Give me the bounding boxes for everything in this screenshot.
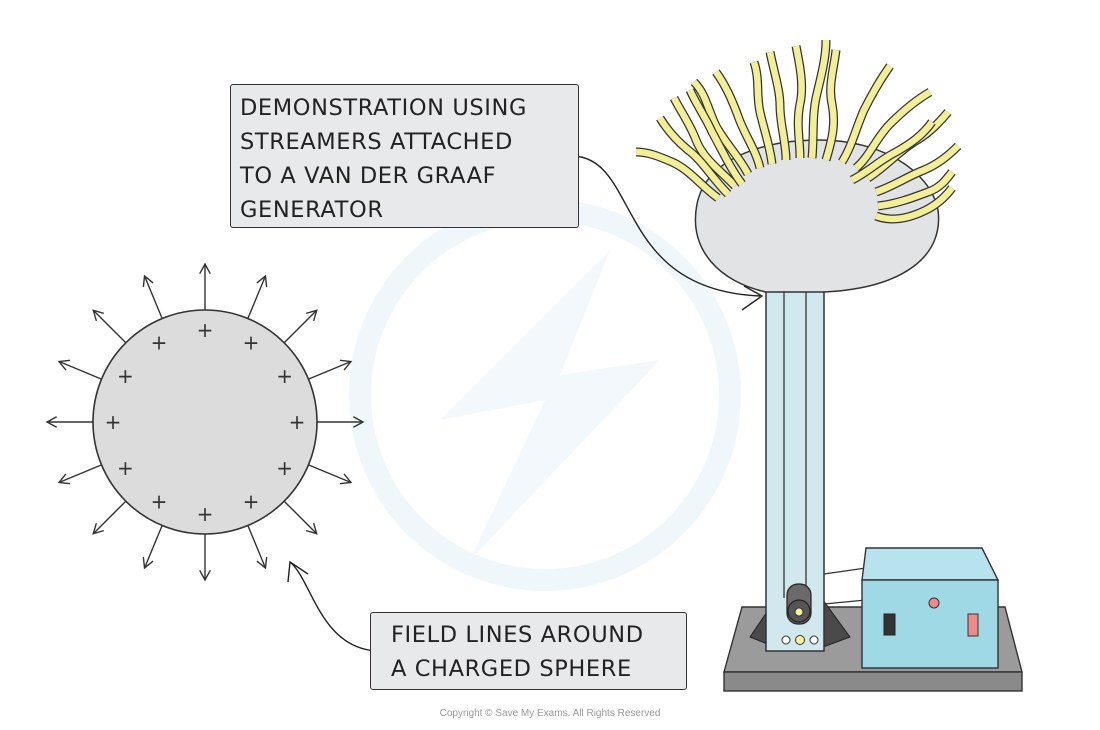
streamer [656, 115, 732, 198]
field-line-arrow [57, 464, 102, 485]
streamer [765, 51, 791, 161]
streamer [749, 60, 777, 165]
positive-charge: + [243, 490, 260, 514]
charged-sphere-group: + + + + + + + + + + + + [45, 262, 365, 582]
leader-arrow-field [287, 560, 381, 655]
field-line-arrow [199, 534, 211, 582]
streamer [712, 69, 765, 170]
streamer [807, 39, 831, 159]
copyright-notice: Copyright © Save My Exams. All Rights Re… [439, 708, 661, 719]
field-line-arrow [142, 525, 163, 570]
label-line: STREAMERS ATTACHED [240, 129, 513, 155]
field-line-arrow [317, 416, 365, 428]
field-line-arrow [308, 359, 353, 380]
indicator-dot-left [781, 635, 791, 645]
streamer [791, 45, 807, 159]
watermark-logo [349, 199, 741, 591]
streamer [669, 95, 739, 190]
streamer [838, 63, 894, 165]
indicator-dot-center [795, 635, 805, 645]
indicator-dot-right [809, 635, 819, 645]
streamer [874, 142, 962, 197]
positive-charge: + [276, 364, 293, 388]
field-line-arrow [247, 525, 268, 570]
van-de-graaff-generator [635, 39, 1023, 692]
wire-upper [823, 567, 867, 575]
positive-charge: + [197, 502, 214, 526]
positive-charge: + [151, 330, 168, 354]
switch-dark [883, 613, 896, 636]
positive-charge: + [197, 318, 214, 342]
streamer [852, 88, 933, 172]
field-line-arrow [57, 359, 102, 380]
switch-red [967, 613, 979, 637]
label-line: DEMONSTRATION USING [240, 95, 528, 121]
field-line-arrow [142, 274, 163, 319]
power-indicator-light [928, 597, 940, 609]
streamer [821, 49, 841, 162]
field-line-arrow [308, 464, 353, 485]
field-line-arrow [247, 274, 268, 319]
field-line-arrow [283, 309, 318, 344]
wire-lower [823, 599, 867, 605]
base-plate-front [723, 671, 1023, 692]
field-line-arrow [283, 500, 318, 535]
field-line-arrow [92, 500, 127, 535]
label-van-de-graaff: DEMONSTRATION USING STREAMERS ATTACHED T… [230, 84, 579, 228]
streamer [635, 147, 721, 202]
roller-axle [794, 607, 804, 617]
label-field-lines: FIELD LINES AROUND A CHARGED SPHERE [370, 612, 687, 690]
field-line-arrow [199, 262, 211, 310]
positive-charge: + [289, 410, 306, 434]
label-line: FIELD LINES AROUND [391, 622, 644, 648]
control-box-top [861, 547, 1000, 581]
label-line: GENERATOR [240, 197, 384, 223]
field-lines [45, 262, 365, 582]
sphere-charges: + + + + + + + + + + + + [105, 318, 306, 526]
positive-charge: + [117, 364, 134, 388]
streamer [877, 169, 956, 211]
streamer [849, 119, 936, 185]
streamer [874, 185, 956, 224]
label-line: A CHARGED SPHERE [391, 656, 632, 682]
streamers [635, 39, 962, 224]
label-line: TO A VAN DER GRAAF [240, 163, 497, 189]
positive-charge: + [151, 490, 168, 514]
field-line-arrow [92, 309, 127, 344]
positive-charge: + [105, 410, 122, 434]
positive-charge: + [117, 456, 134, 480]
field-line-arrow [45, 416, 93, 428]
charged-sphere [92, 309, 318, 535]
positive-charge: + [276, 456, 293, 480]
positive-charge: + [243, 330, 260, 354]
streamer [685, 88, 746, 187]
streamer [690, 78, 753, 177]
